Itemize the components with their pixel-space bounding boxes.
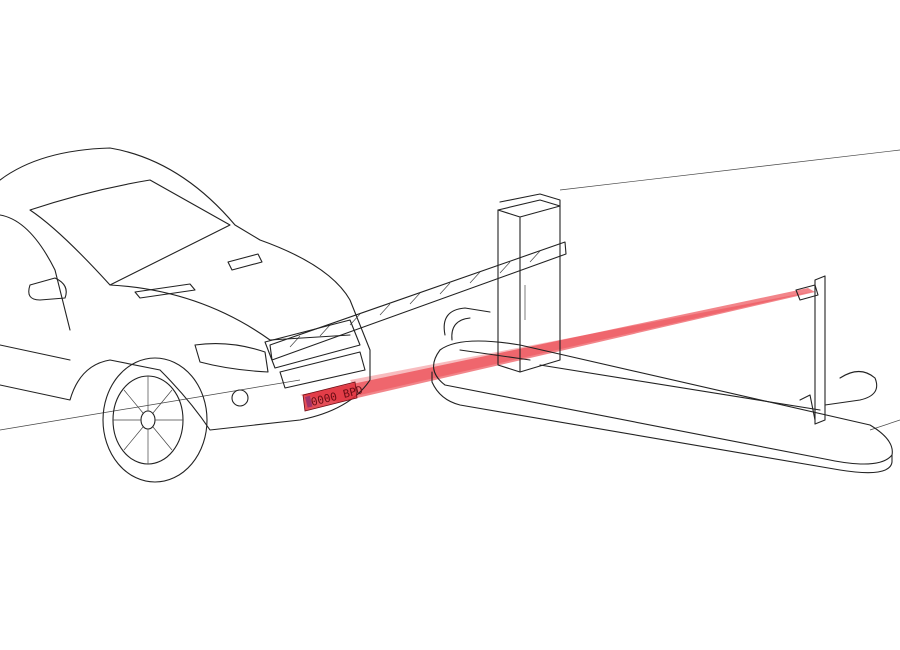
barrier-island	[431, 307, 893, 474]
car	[0, 147, 371, 483]
boom-arm	[269, 241, 567, 361]
laser-beam-core	[350, 291, 815, 395]
barrier-cabinet	[497, 193, 561, 373]
camera-pole	[795, 275, 878, 425]
laser-beam	[300, 288, 815, 402]
floor-line	[0, 149, 900, 431]
front-wheel	[102, 357, 208, 483]
license-plate: 0000 BPD	[302, 381, 364, 412]
